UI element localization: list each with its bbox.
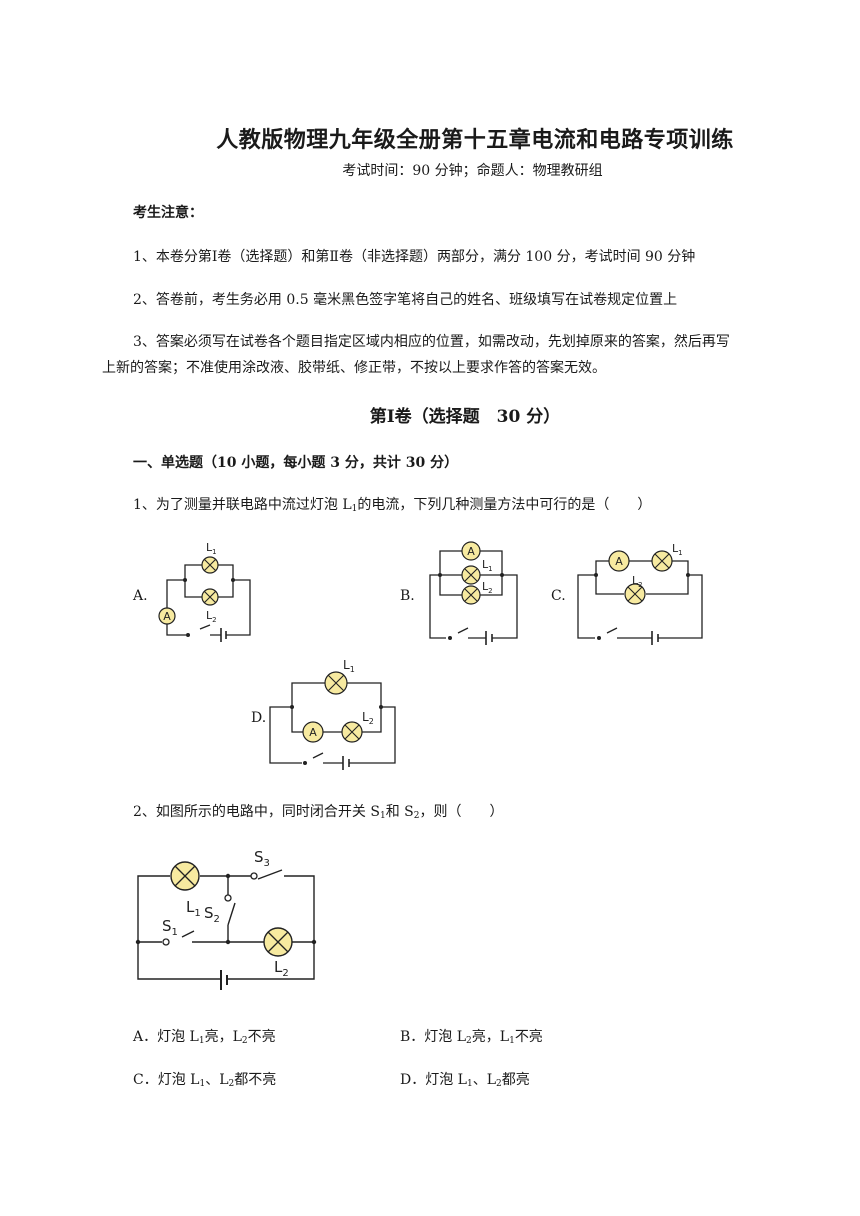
lamp-icon xyxy=(263,927,293,957)
q2-choice-d: D．灯泡 L1、L2都亮 xyxy=(400,1072,530,1089)
notice-item-3: 3、答案必须写在试卷各个题目指定区域内相应的位置，如需改动，先划掉原来的答案，然… xyxy=(133,334,730,350)
circuit-diagram-a: A L1 L2 xyxy=(158,541,251,642)
page-title: 人教版物理九年级全册第十五章电流和电路专项训练 xyxy=(216,127,734,153)
question-1: 1、为了测量并联电路中流过灯泡 L1的电流，下列几种测量方法中可行的是（ ） xyxy=(133,497,652,514)
lamp-icon xyxy=(201,556,219,574)
notice-item-3-cont: 上新的答案；不准使用涂改液、胶带纸、修正带，不按以上要求作答的答案无效。 xyxy=(102,360,606,376)
lamp-icon xyxy=(461,585,481,605)
svg-text:A: A xyxy=(163,610,171,623)
exam-info: 考试时间：90 分钟；命题人：物理教研组 xyxy=(342,163,603,179)
section-title: 第Ⅰ卷（选择题 30 分） xyxy=(369,407,561,427)
ammeter-icon: A xyxy=(302,721,324,743)
q2-choice-b: B．灯泡 L2亮，L1不亮 xyxy=(400,1029,543,1046)
part-heading: 一、单选题（10 小题，每小题 3 分，共计 30 分） xyxy=(133,455,459,471)
q2-choice-a: A．灯泡 L1亮，L2不亮 xyxy=(133,1029,276,1046)
notice-item-1: 1、本卷分第Ⅰ卷（选择题）和第Ⅱ卷（非选择题）两部分，满分 100 分，考试时间… xyxy=(133,249,696,265)
q1-option-d-label: D. xyxy=(251,710,267,726)
lamp-icon xyxy=(170,861,200,891)
svg-text:L1: L1 xyxy=(206,541,217,556)
q1-option-a-label: A. xyxy=(133,588,148,604)
svg-text:L2: L2 xyxy=(632,574,643,589)
svg-text:L2: L2 xyxy=(362,710,374,726)
circuit-diagram-c: A L1 L2 xyxy=(577,542,703,645)
svg-text:A: A xyxy=(309,726,317,739)
circuit-diagram-d: A L1 L2 xyxy=(269,658,396,770)
q1-option-c-label: C. xyxy=(551,588,566,604)
question-2: 2、如图所示的电路中，同时闭合开关 S1和 S2，则（ ） xyxy=(133,804,504,821)
lamp-icon xyxy=(201,588,219,606)
svg-text:L2: L2 xyxy=(274,958,289,979)
svg-text:A: A xyxy=(467,545,475,558)
lamp-icon xyxy=(624,583,646,605)
svg-text:S2: S2 xyxy=(204,904,220,925)
svg-text:S3: S3 xyxy=(254,848,270,869)
lamp-icon xyxy=(341,721,363,743)
svg-text:L1: L1 xyxy=(482,558,493,573)
lamp-icon xyxy=(651,550,673,572)
svg-text:L2: L2 xyxy=(206,609,217,624)
svg-text:S1: S1 xyxy=(162,917,178,938)
circuit-diagram-q2: S3 L1 S2 S1 L2 xyxy=(135,848,317,990)
svg-text:L1: L1 xyxy=(343,658,355,674)
ammeter-icon: A xyxy=(158,607,176,625)
svg-text:L2: L2 xyxy=(482,580,493,595)
notice-heading: 考生注意： xyxy=(133,205,203,221)
svg-text:L1: L1 xyxy=(672,542,683,557)
notice-item-2: 2、答卷前，考生务必用 0.5 毫米黑色签字笔将自己的姓名、班级填写在试卷规定位… xyxy=(133,292,678,308)
svg-text:L1: L1 xyxy=(186,898,201,919)
lamp-icon xyxy=(461,565,481,585)
svg-text:A: A xyxy=(615,555,623,568)
q1-option-b-label: B. xyxy=(400,588,415,604)
q2-choice-c: C．灯泡 L1、L2都不亮 xyxy=(133,1072,277,1089)
lamp-icon xyxy=(324,671,348,695)
ammeter-icon: A xyxy=(461,541,481,561)
ammeter-icon: A xyxy=(608,550,630,572)
circuit-diagram-b: A L1 L2 xyxy=(429,541,518,645)
